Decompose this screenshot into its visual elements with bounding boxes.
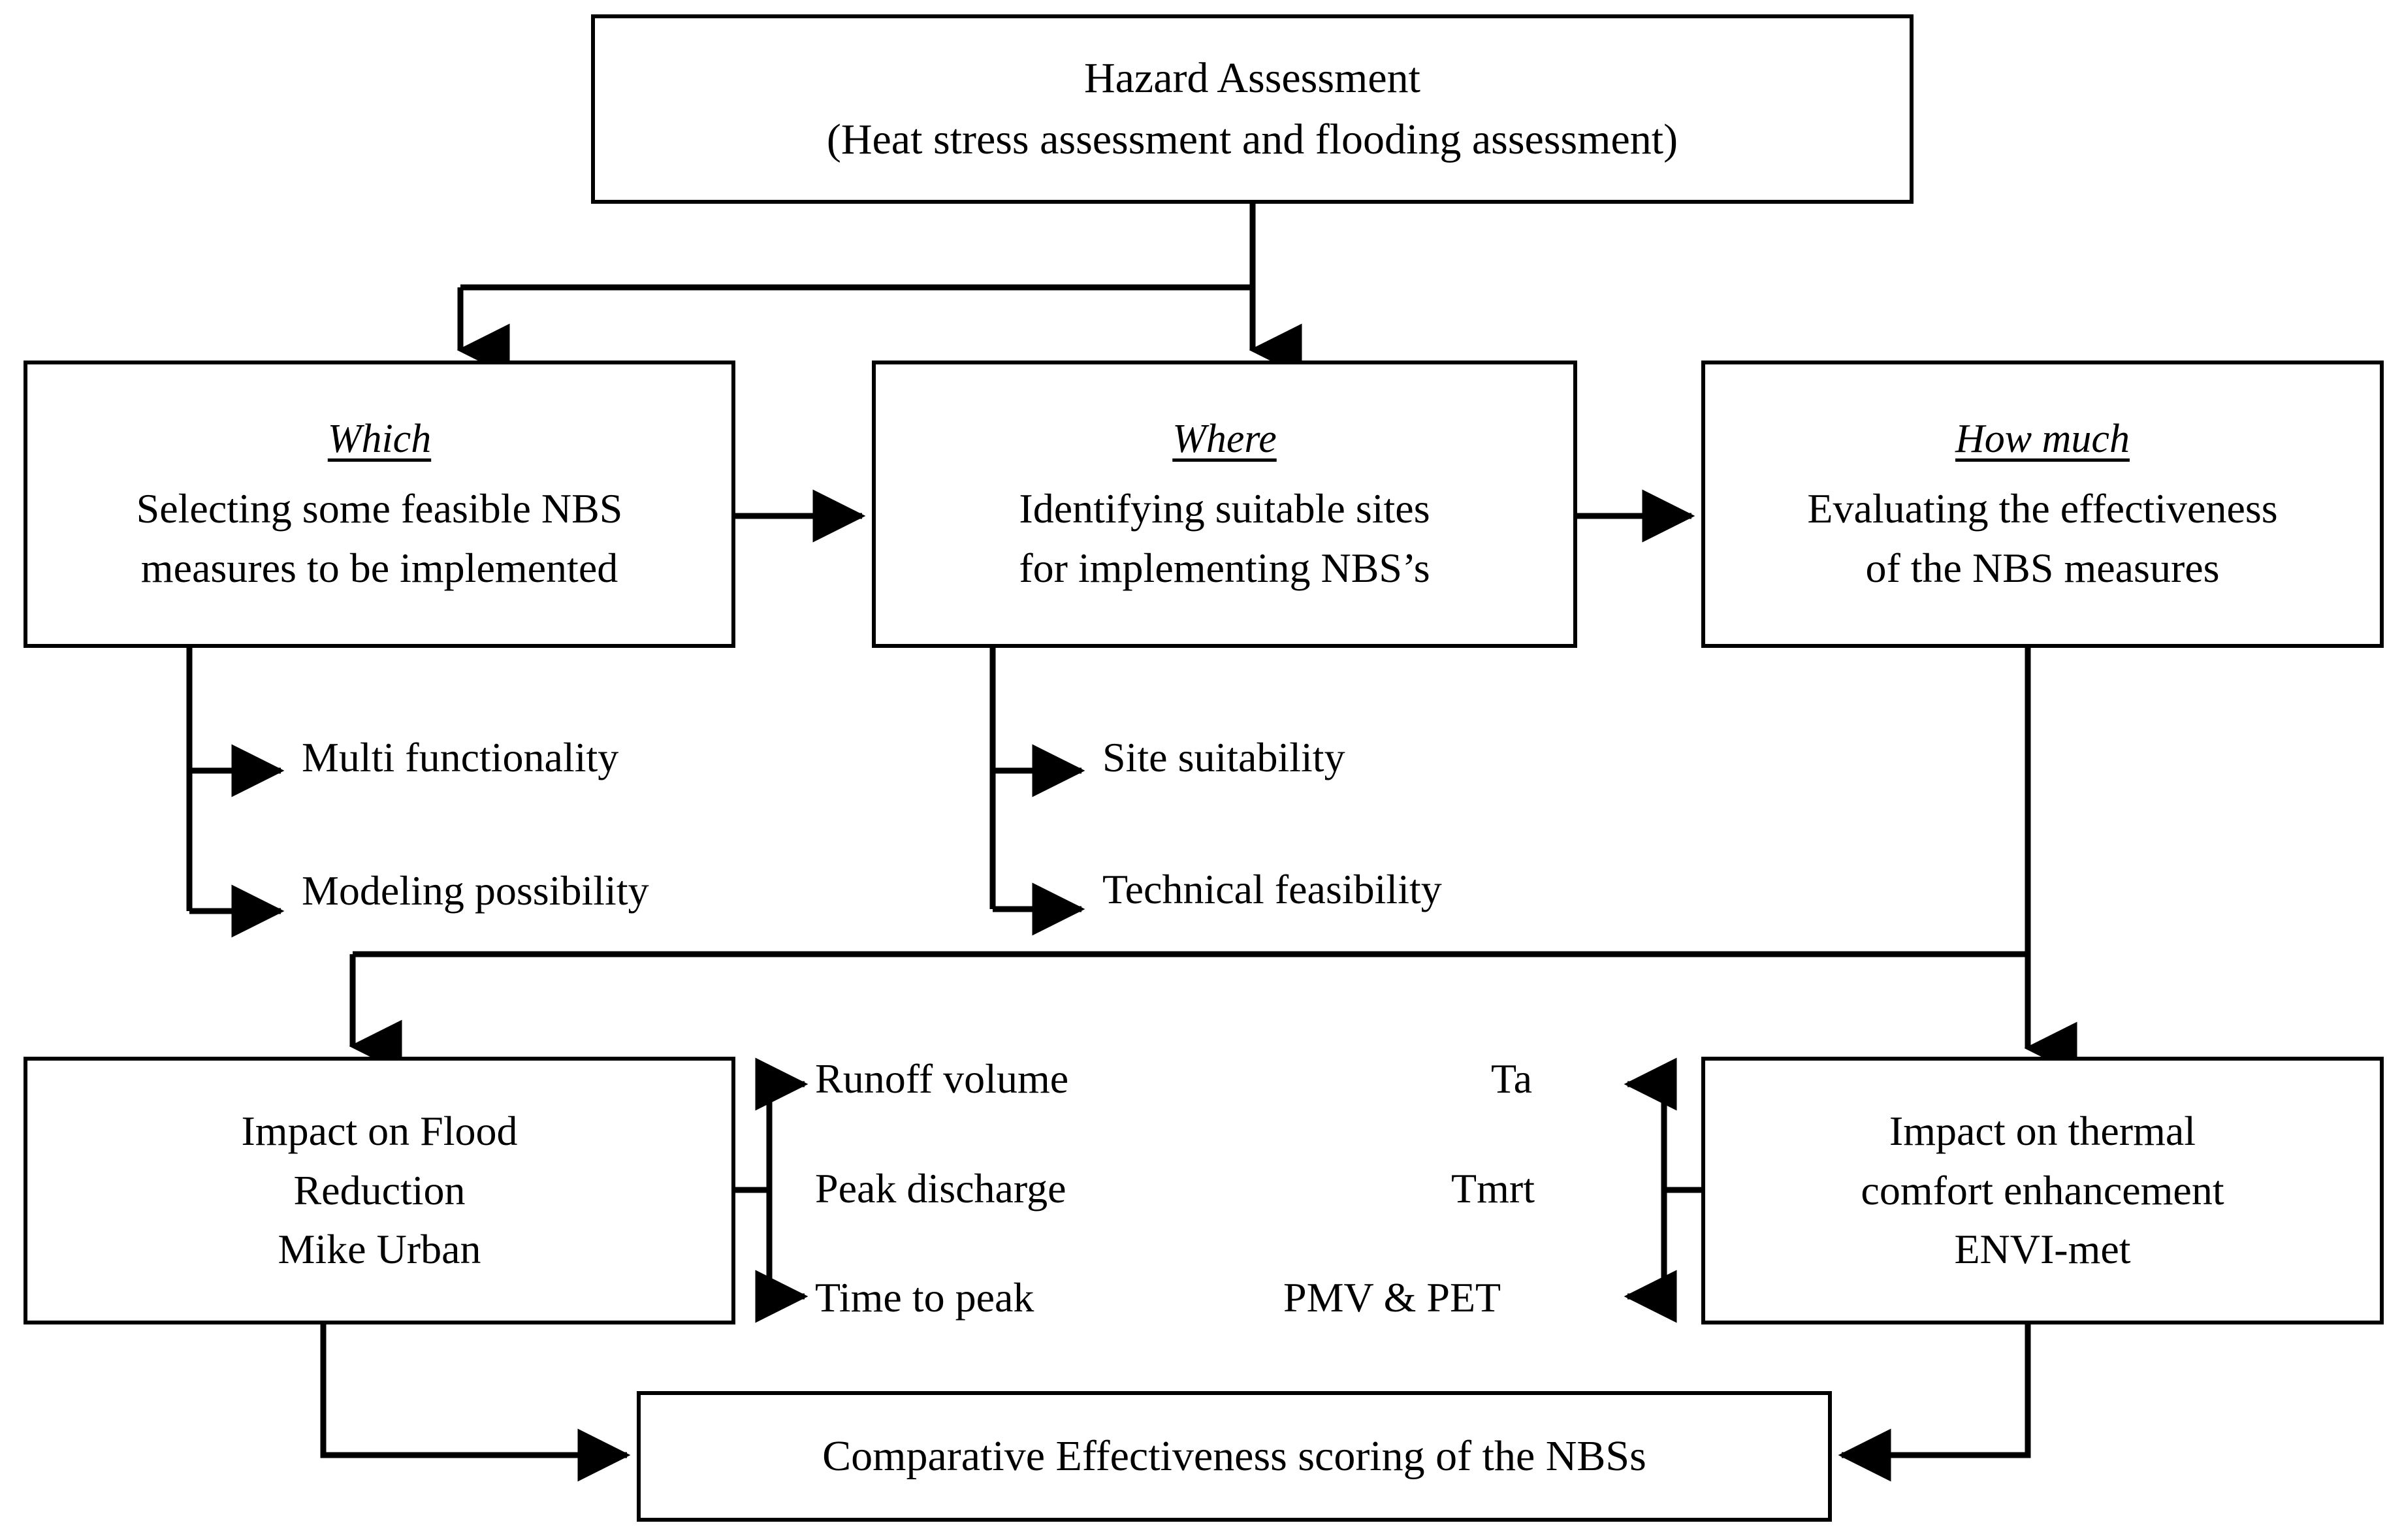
where-header: Where: [1172, 417, 1277, 462]
thermal-line-3: ENVI-met: [1954, 1226, 2131, 1273]
flood-line-1: Impact on Flood: [241, 1107, 518, 1154]
hazard-subtitle: (Heat stress assessment and flooding ass…: [826, 116, 1678, 163]
where-line-1: Identifying suitable sites: [1019, 485, 1430, 532]
label-peak-discharge: Peak discharge: [815, 1165, 1066, 1211]
node-how-much[interactable]: How much Evaluating the effectiveness of…: [1701, 361, 2384, 648]
which-header: Which: [327, 417, 432, 462]
hazard-title: Hazard Assessment: [1083, 54, 1421, 103]
label-modeling-possibility: Modeling possibility: [302, 867, 649, 914]
label-pmv-pet: PMV & PET: [1283, 1274, 1501, 1321]
which-line-1: Selecting some feasible NBS: [136, 485, 623, 532]
node-where[interactable]: Where Identifying suitable sites for imp…: [872, 361, 1577, 648]
label-runoff-volume: Runoff volume: [815, 1055, 1069, 1102]
howmuch-line-1: Evaluating the effectiveness: [1807, 485, 2278, 532]
which-line-2: measures to be implemented: [140, 545, 618, 592]
node-hazard-assessment[interactable]: Hazard Assessment (Heat stress assessmen…: [591, 14, 1914, 204]
flood-line-3: Mike Urban: [278, 1226, 481, 1273]
label-time-to-peak: Time to peak: [815, 1274, 1034, 1321]
compare-line-1: Comparative Effectiveness scoring of the…: [822, 1432, 1646, 1481]
thermal-line-2: comfort enhancement: [1861, 1166, 2224, 1213]
label-site-suitability: Site suitability: [1102, 734, 1345, 780]
label-ta: Ta: [1491, 1055, 1533, 1102]
wire-flood-to-compare: [320, 1324, 631, 1482]
wire-thermal-to-compare: [1838, 1324, 2031, 1482]
label-technical-feasibility: Technical feasibility: [1102, 866, 1442, 912]
label-tmrt: Tmrt: [1451, 1165, 1535, 1211]
node-impact-thermal-comfort[interactable]: Impact on thermal comfort enhancement EN…: [1701, 1057, 2384, 1324]
where-line-2: for implementing NBS’s: [1019, 545, 1430, 592]
howmuch-line-2: of the NBS measures: [1865, 545, 2220, 592]
label-multi-functionality: Multi functionality: [302, 734, 619, 780]
node-comparative-effectiveness-scoring[interactable]: Comparative Effectiveness scoring of the…: [637, 1391, 1832, 1522]
thermal-line-1: Impact on thermal: [1889, 1107, 2196, 1154]
node-impact-flood-reduction[interactable]: Impact on Flood Reduction Mike Urban: [24, 1057, 735, 1324]
flood-line-2: Reduction: [293, 1166, 466, 1213]
node-which[interactable]: Which Selecting some feasible NBS measur…: [24, 361, 735, 648]
howmuch-header: How much: [1955, 417, 2130, 462]
